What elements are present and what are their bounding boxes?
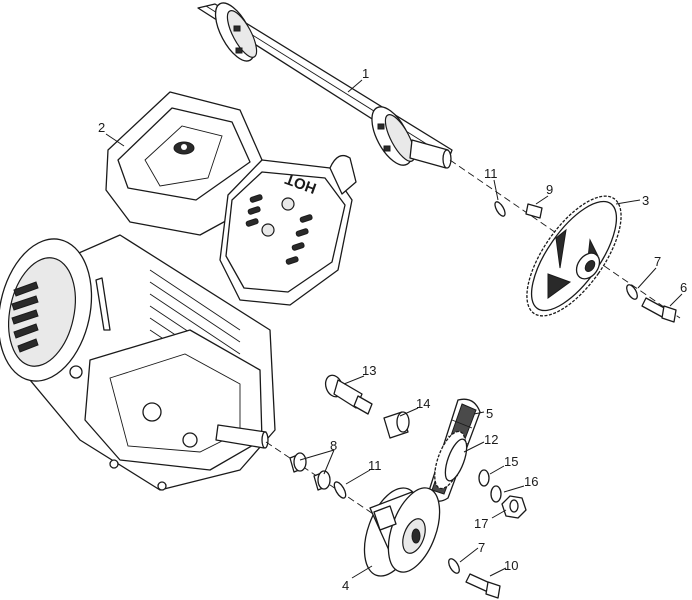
washer-11-lower bbox=[333, 481, 347, 499]
callout-17: 17 bbox=[474, 516, 488, 531]
washer-16 bbox=[490, 485, 502, 503]
washer-7-upper bbox=[626, 284, 638, 300]
flywheel-grille bbox=[11, 281, 39, 353]
bushing-13 bbox=[324, 374, 373, 415]
callout-7-upper: 7 bbox=[654, 254, 661, 269]
callout-1: 1 bbox=[362, 66, 369, 81]
callout-3: 3 bbox=[642, 193, 649, 208]
callout-12: 12 bbox=[484, 432, 498, 447]
axle-axis-line bbox=[449, 159, 681, 319]
nut-17 bbox=[501, 495, 527, 519]
muffler-vents bbox=[245, 194, 313, 265]
callout-2: 2 bbox=[98, 120, 105, 135]
callout-4: 4 bbox=[342, 578, 349, 593]
callout-7-lower: 7 bbox=[478, 540, 485, 555]
callout-16: 16 bbox=[524, 474, 538, 489]
sprocket-12 bbox=[434, 430, 468, 490]
callout-11-lower: 11 bbox=[368, 458, 382, 473]
callout-labels: 1 2 3 4 5 6 7 7 8 9 10 11 11 12 13 14 15… bbox=[98, 66, 687, 593]
washer-15 bbox=[478, 469, 490, 487]
callout-5: 5 bbox=[486, 406, 493, 421]
callout-15: 15 bbox=[504, 454, 518, 469]
callout-6: 6 bbox=[680, 280, 687, 295]
engine-assembly: HOT bbox=[0, 91, 357, 491]
leader-lines bbox=[105, 79, 683, 579]
washer-11-upper bbox=[494, 201, 506, 217]
rear-axle bbox=[197, 2, 453, 169]
callout-13: 13 bbox=[362, 363, 376, 378]
bolt-6 bbox=[641, 297, 677, 323]
washers-8 bbox=[289, 452, 331, 491]
washer-7-lower bbox=[448, 558, 460, 574]
callout-9: 9 bbox=[546, 182, 553, 197]
callout-11-upper: 11 bbox=[484, 166, 498, 181]
air-filter-knob bbox=[173, 141, 195, 155]
callout-10: 10 bbox=[504, 558, 518, 573]
key-9 bbox=[525, 203, 543, 219]
bolt-10 bbox=[465, 573, 501, 599]
callout-8: 8 bbox=[330, 438, 337, 453]
callout-14: 14 bbox=[416, 396, 430, 411]
spacer-14 bbox=[383, 411, 410, 439]
sprocket-3 bbox=[526, 195, 622, 317]
clutch-4 bbox=[363, 487, 441, 577]
